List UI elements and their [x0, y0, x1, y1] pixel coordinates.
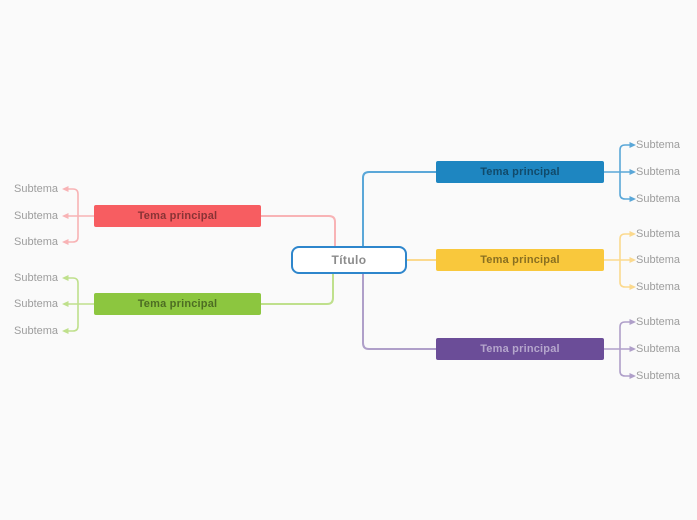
- topic-node-blue[interactable]: Tema principal: [436, 161, 604, 183]
- arrow-icon: [629, 257, 636, 263]
- connector-root-purple: [362, 273, 437, 350]
- arrow-icon: [629, 169, 636, 175]
- connector-root-blue: [362, 171, 437, 247]
- connector-root-red: [260, 215, 336, 247]
- subtopic-label[interactable]: Subtema: [14, 325, 59, 337]
- subtopic-label[interactable]: Subtema: [636, 228, 681, 240]
- subtopic-label[interactable]: Subtema: [636, 281, 681, 293]
- arrow-icon: [629, 196, 636, 202]
- arrow-icon: [62, 328, 69, 334]
- subtopic-label[interactable]: Subtema: [636, 370, 681, 382]
- subtopic-label[interactable]: Subtema: [14, 183, 59, 195]
- arrow-icon: [62, 239, 69, 245]
- topic-node-yellow[interactable]: Tema principal: [436, 249, 604, 271]
- subtopic-label[interactable]: Subtema: [14, 210, 59, 222]
- arrow-icon: [629, 142, 636, 148]
- subtopic-label[interactable]: Subtema: [14, 236, 59, 248]
- subtopic-label[interactable]: Subtema: [636, 316, 681, 328]
- subtopic-label[interactable]: Subtema: [14, 272, 59, 284]
- connector-root-green: [260, 273, 334, 305]
- subtopic-label[interactable]: Subtema: [636, 343, 681, 355]
- subtopic-label[interactable]: Subtema: [636, 254, 681, 266]
- arrow-icon: [62, 301, 69, 307]
- subtopic-label[interactable]: Subtema: [636, 166, 681, 178]
- topic-node-green[interactable]: Tema principal: [94, 293, 261, 315]
- arrow-icon: [62, 275, 69, 281]
- root-node[interactable]: Título: [291, 246, 407, 274]
- topic-node-red[interactable]: Tema principal: [94, 205, 261, 227]
- topic-node-purple[interactable]: Tema principal: [436, 338, 604, 360]
- arrow-icon: [629, 346, 636, 352]
- arrow-icon: [62, 186, 69, 192]
- arrow-icon: [62, 213, 69, 219]
- arrow-icon: [629, 373, 636, 379]
- subtopic-label[interactable]: Subtema: [636, 193, 681, 205]
- subtopic-label[interactable]: Subtema: [636, 139, 681, 151]
- arrow-icon: [629, 231, 636, 237]
- arrow-icon: [629, 319, 636, 325]
- arrow-icon: [629, 284, 636, 290]
- subtopic-label[interactable]: Subtema: [14, 298, 59, 310]
